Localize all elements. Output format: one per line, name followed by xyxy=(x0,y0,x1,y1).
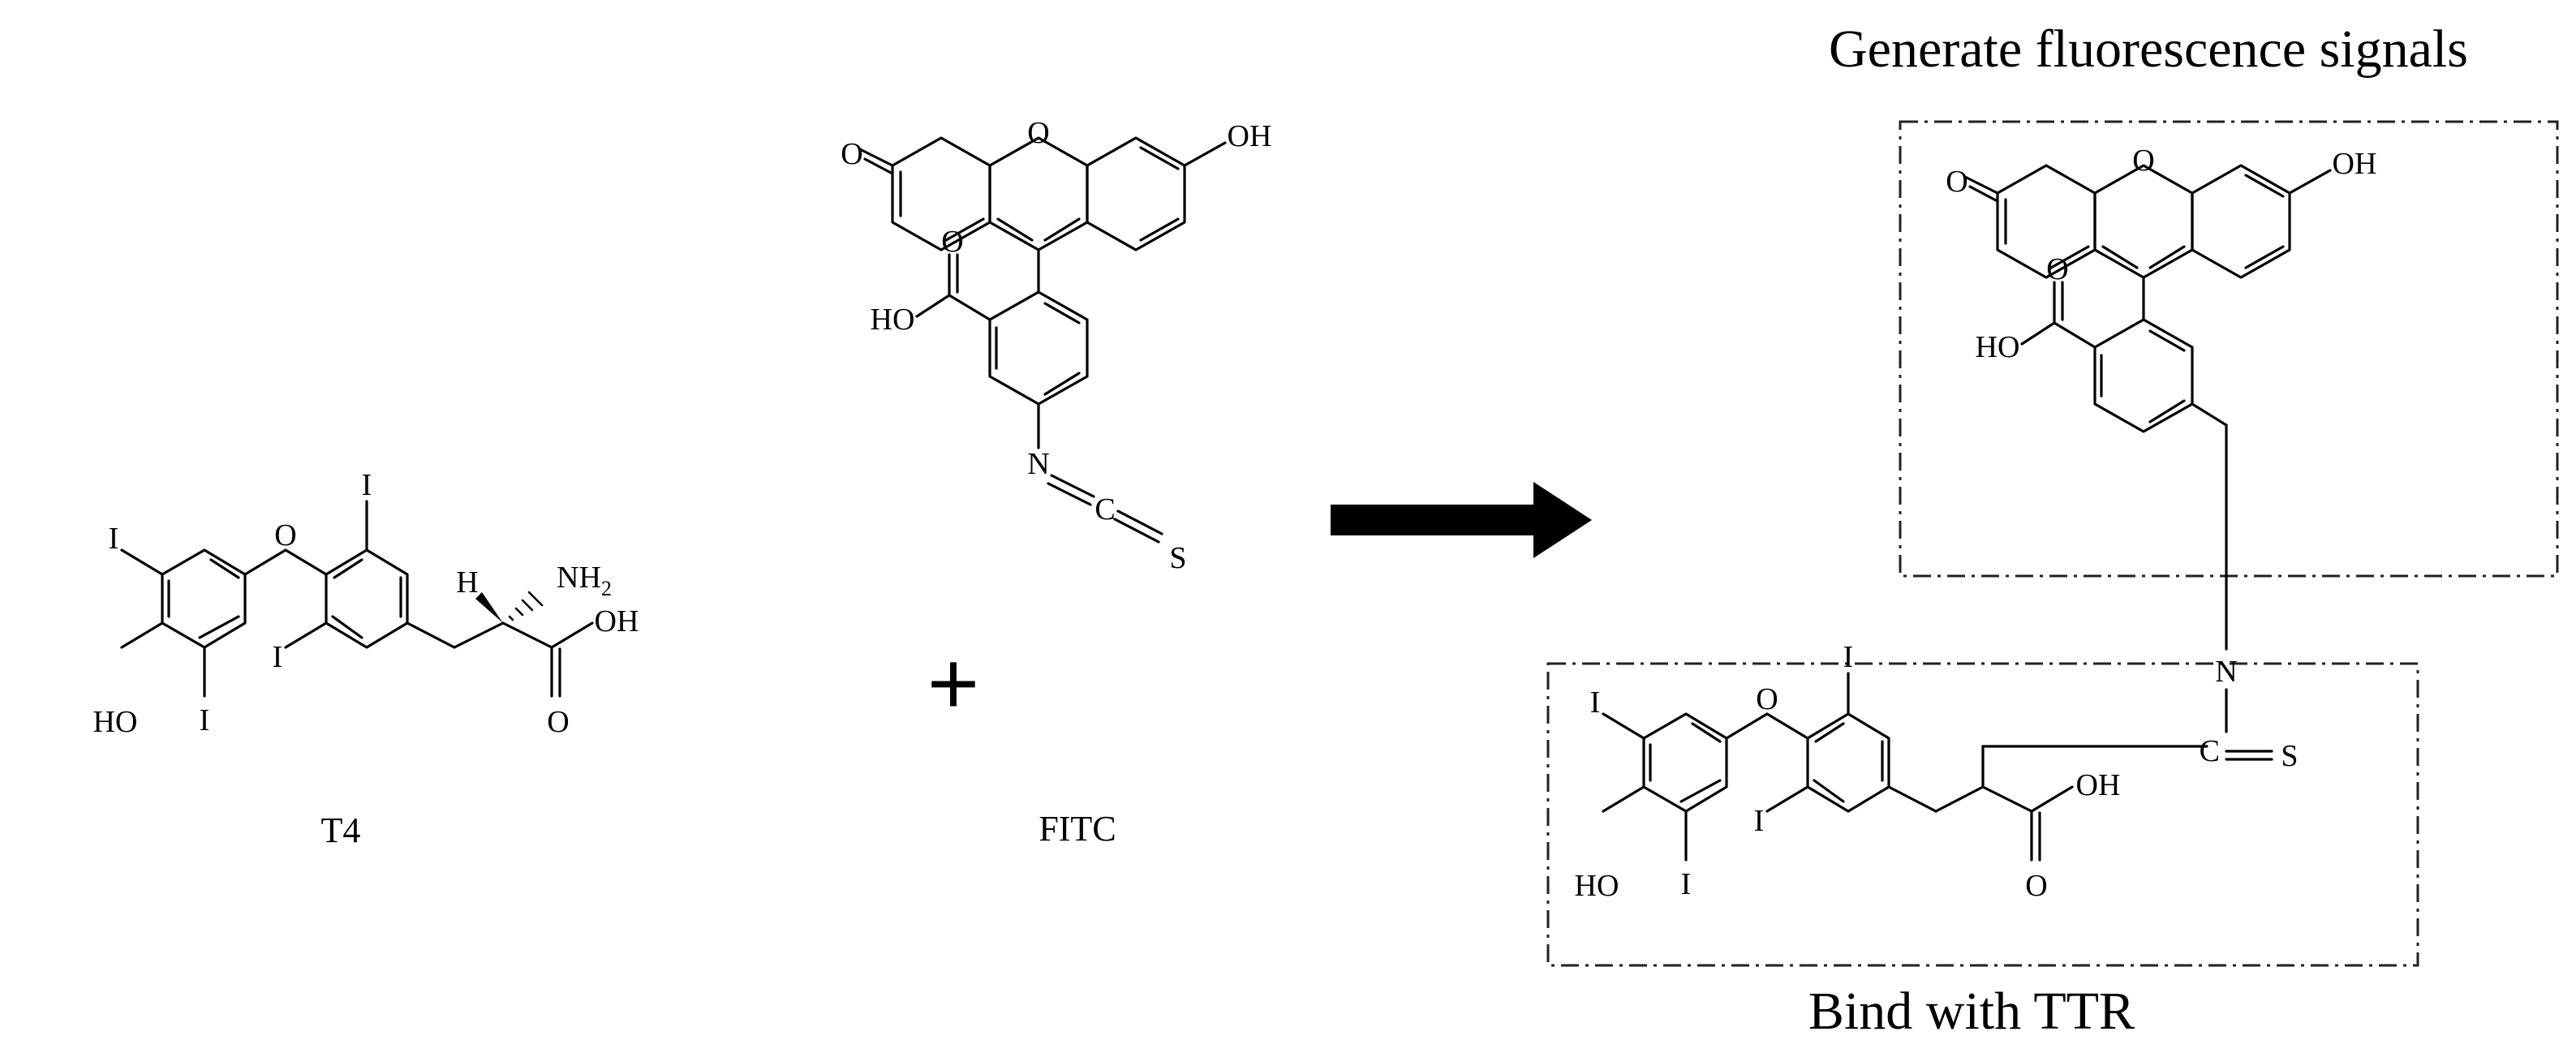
fitc-ring-right xyxy=(1086,136,1186,251)
product-acid-oxygen: O xyxy=(2046,252,2068,286)
binding-label: Bind with TTR xyxy=(1808,982,2135,1041)
fitc-sulfur: S xyxy=(1169,541,1186,575)
product-hydroxyl: OH xyxy=(2333,147,2377,181)
product-iodine-4: I xyxy=(1754,804,1765,838)
t4-iodine-4: I xyxy=(273,640,283,674)
product-ether-oxygen: O xyxy=(1756,682,1778,716)
fitc-carbon: C xyxy=(1094,492,1115,526)
product-hydroxyl-phenol: HO xyxy=(1575,869,1619,903)
fitc-acid-oxygen: O xyxy=(941,225,963,259)
fitc-structure xyxy=(858,136,1227,544)
fitc-keto-oxygen: O xyxy=(841,137,862,171)
binding-box xyxy=(1546,662,2419,967)
t4-ring-b xyxy=(325,548,409,649)
product-sulfur: S xyxy=(2281,739,2298,773)
product-iodine-1: I xyxy=(1590,686,1601,720)
product-ring-oxygen: O xyxy=(2132,144,2154,178)
fitc-ring-pendant xyxy=(988,290,1089,406)
product-iodine-2: I xyxy=(1681,867,1692,901)
t4-iodine-2: I xyxy=(200,703,210,737)
product-carbon: C xyxy=(2200,734,2220,768)
t4-hydroxyl: HO xyxy=(93,705,138,739)
product-thyroxine xyxy=(1602,672,2208,862)
fitc-name: FITC xyxy=(1039,809,1116,849)
fitc-ring-oxygen: O xyxy=(1027,116,1049,150)
t4-name: T4 xyxy=(321,810,361,850)
reaction-arrow xyxy=(1331,482,1592,558)
t4-ring-a xyxy=(161,548,247,649)
product-keto-oxygen: O xyxy=(1946,165,1967,199)
t4-ether-oxygen: O xyxy=(274,518,296,552)
product-acid-hydroxyl: HO xyxy=(1976,330,2020,364)
product-iodine-3: I xyxy=(1843,640,1854,674)
product-acid-hydroxyl-2: OH xyxy=(2076,768,2121,802)
t4-hydrogen: H xyxy=(456,565,478,600)
fitc-nitrogen: N xyxy=(1027,447,1049,481)
fitc-acid-hydroxyl: HO xyxy=(871,303,915,337)
t4-acid-oxygen: O xyxy=(547,705,569,739)
fitc-ring-center xyxy=(988,136,1089,251)
product-nitrogen: N xyxy=(2215,655,2237,689)
fitc-hydroxyl: OH xyxy=(1228,119,1272,153)
t4-structure xyxy=(120,500,594,698)
product-fluorophore xyxy=(1963,164,2332,761)
product-acid-oxygen-2: O xyxy=(2025,869,2047,903)
t4-iodine-1: I xyxy=(109,522,119,556)
fluorescence-label: Generate fluorescence signals xyxy=(1829,19,2468,79)
plus-sign: + xyxy=(927,634,979,733)
t4-acid-hydroxyl: OH xyxy=(595,604,639,638)
t4-amine: NH2 xyxy=(557,561,612,600)
fluorophore-box xyxy=(1899,120,2559,578)
t4-iodine-3: I xyxy=(362,468,372,502)
